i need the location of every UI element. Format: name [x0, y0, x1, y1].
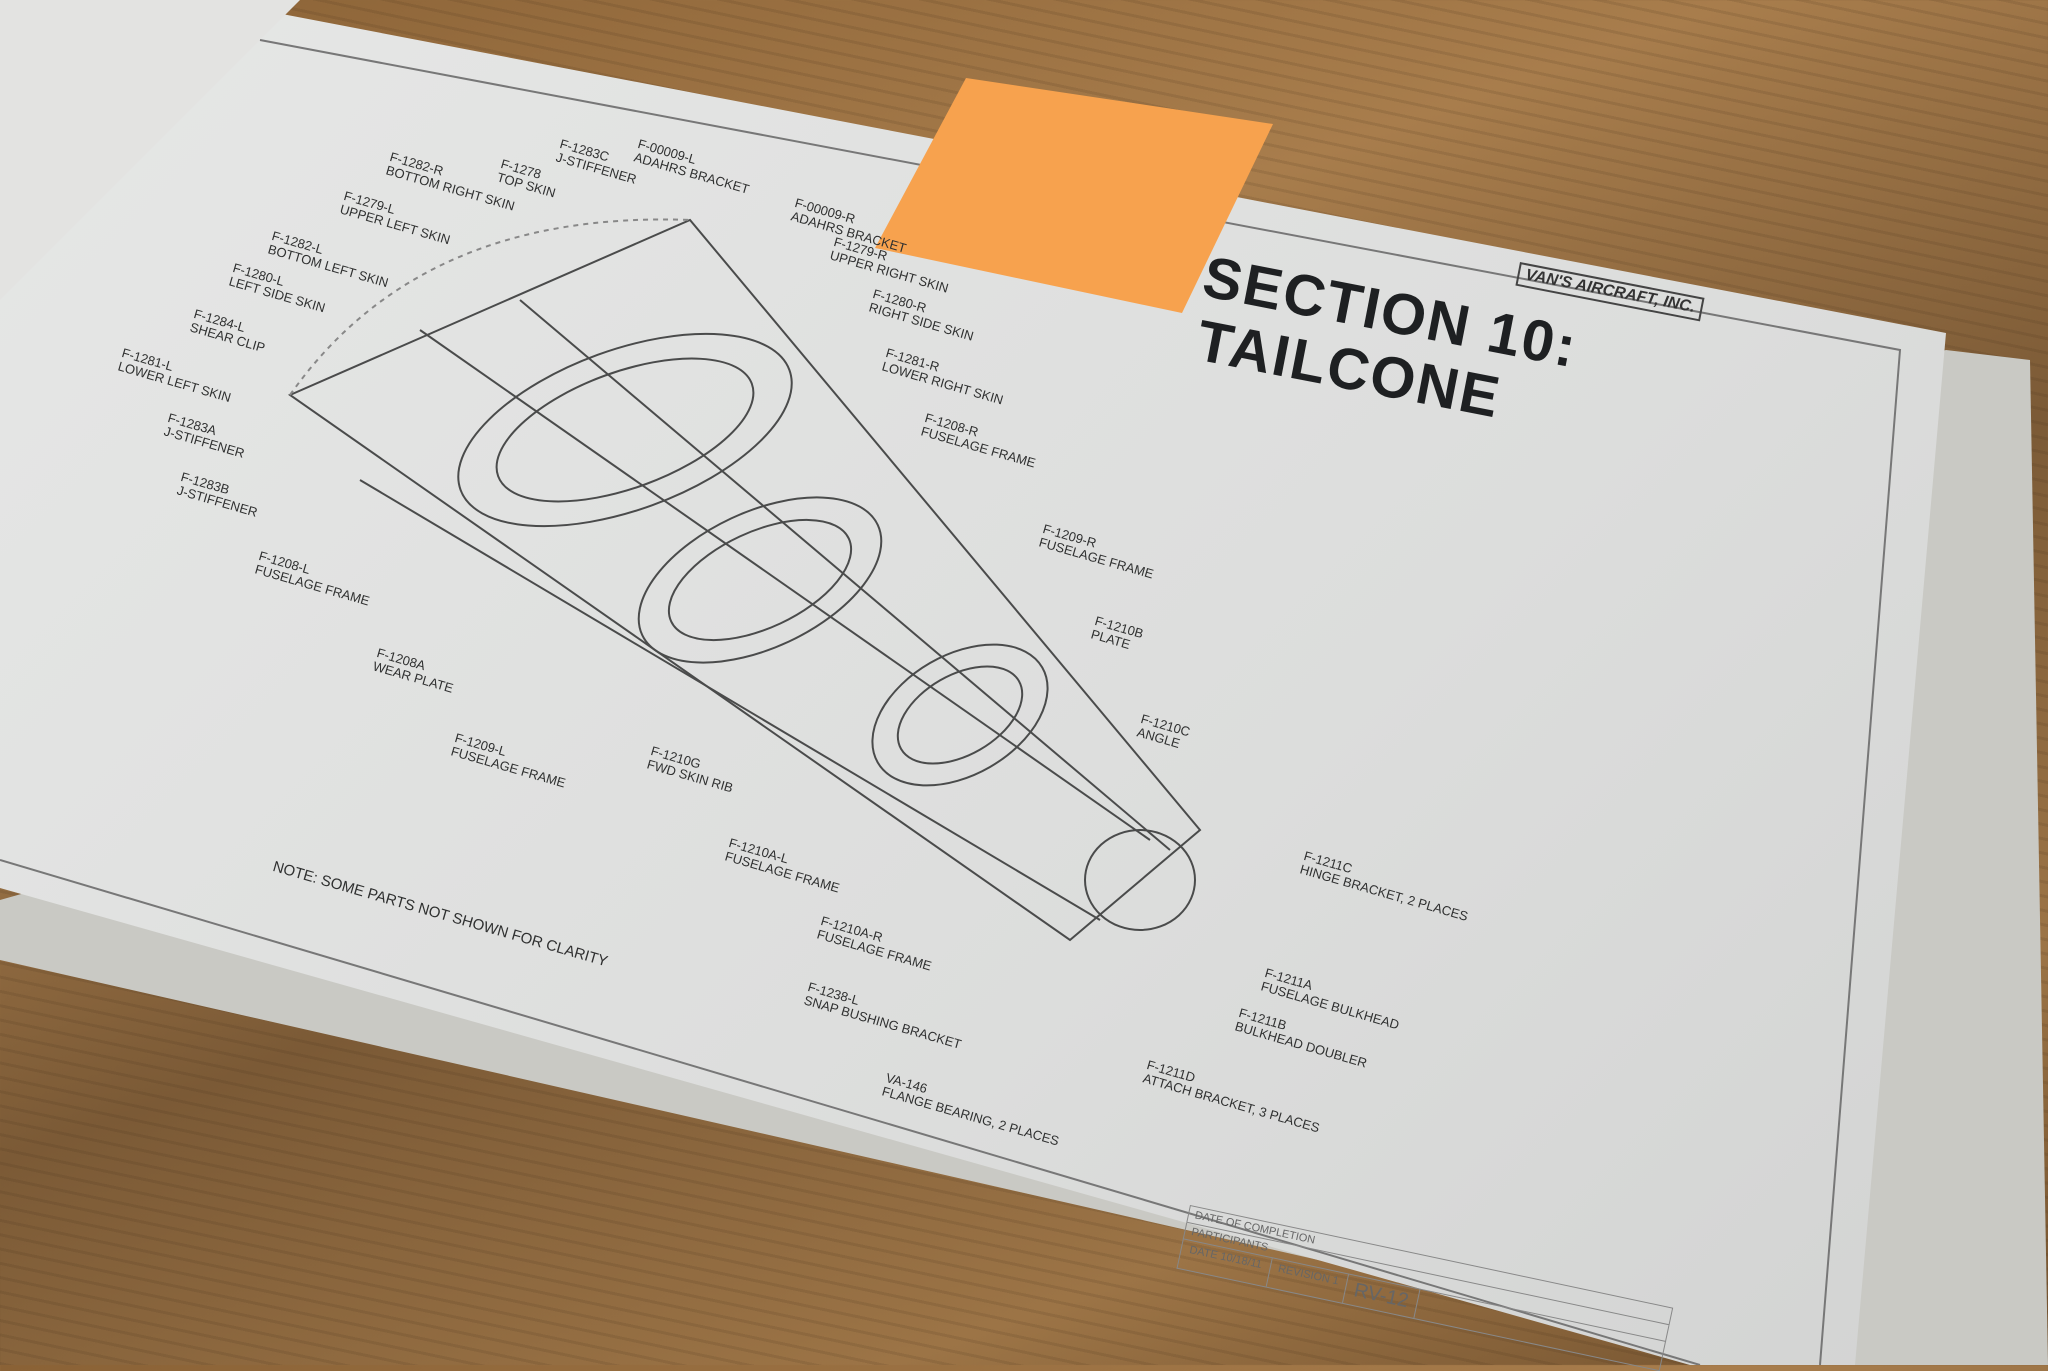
tailcone-outline — [287, 218, 1202, 942]
frame-1 — [457, 332, 793, 528]
aft-bulkhead — [1084, 829, 1196, 931]
frame-3 — [871, 643, 1049, 787]
page-border — [259, 39, 1902, 1365]
frame-2 — [637, 496, 883, 664]
